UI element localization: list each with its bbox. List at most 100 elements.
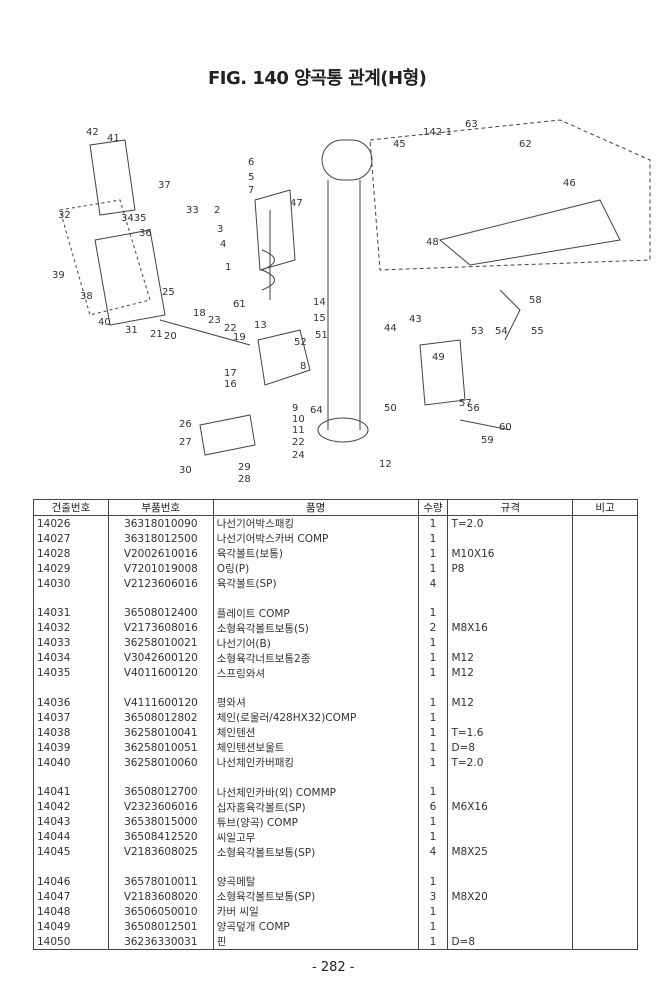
part-name-cell: 평와셔 <box>212 695 419 711</box>
remarks-cell <box>572 710 638 726</box>
spec-cell <box>447 710 574 726</box>
quantity-cell: 1 <box>417 740 449 756</box>
quantity-cell: 1 <box>417 904 449 920</box>
callout-label: 41 <box>107 133 120 144</box>
part-name-cell: 체인텐션 <box>212 725 419 741</box>
remarks-cell <box>572 561 638 576</box>
table-row <box>33 859 638 875</box>
remarks-cell <box>572 799 638 815</box>
part-number-cell: V2123606016 <box>107 576 214 591</box>
remarks-cell <box>572 605 638 621</box>
spec-cell <box>447 829 574 845</box>
index-cell: 14043 <box>33 814 109 830</box>
remarks-cell <box>572 814 638 830</box>
part-number-cell: 36318012500 <box>107 531 214 546</box>
remarks-cell <box>572 591 638 606</box>
callout-label: 13 <box>254 320 267 331</box>
index-cell: 14048 <box>33 904 109 920</box>
quantity-cell: 1 <box>417 531 449 546</box>
index-cell: 14033 <box>33 635 109 651</box>
callout-label: 59 <box>481 435 494 446</box>
quantity-cell: 1 <box>417 784 449 800</box>
spec-cell: T=1.6 <box>447 725 574 741</box>
quantity-cell: 1 <box>417 814 449 830</box>
spec-cell <box>447 531 574 546</box>
callout-label: 63 <box>465 119 478 130</box>
index-cell: 14029 <box>33 561 109 576</box>
callout-label: 22 <box>292 437 305 448</box>
spec-cell: M8X16 <box>447 620 574 636</box>
spec-cell: M12 <box>447 665 574 681</box>
part-name-cell: 나선기어박스카버 COMP <box>212 531 419 546</box>
callout-label: 14 <box>313 297 326 308</box>
callout-label: 17 <box>224 368 237 379</box>
part-number-cell: 36258010041 <box>107 725 214 741</box>
callout-label: 38 <box>80 291 93 302</box>
callout-label: 3435 <box>121 213 147 224</box>
callout-label: 58 <box>529 295 542 306</box>
part-number-cell: V2173608016 <box>107 620 214 636</box>
remarks-cell <box>572 740 638 756</box>
spec-cell: M8X25 <box>447 844 574 860</box>
callout-label: 62 <box>519 139 532 150</box>
index-cell <box>33 859 109 875</box>
spec-cell <box>447 904 574 920</box>
quantity-cell: 1 <box>417 725 449 741</box>
part-name-cell: 체인(로울러/428HX32)COMP <box>212 710 419 726</box>
part-name-cell: 나선기어박스패킹 <box>212 515 419 531</box>
remarks-cell <box>572 531 638 546</box>
index-cell: 14050 <box>33 934 109 951</box>
spec-cell <box>447 635 574 651</box>
part-number-cell <box>107 770 214 785</box>
index-cell: 14045 <box>33 844 109 860</box>
part-number-cell: V2323606016 <box>107 799 214 815</box>
callout-label: 10 <box>292 414 305 425</box>
index-cell: 14046 <box>33 874 109 890</box>
quantity-cell: 2 <box>417 620 449 636</box>
remarks-cell <box>572 576 638 591</box>
spec-cell: M8X20 <box>447 889 574 905</box>
table-row <box>33 680 638 696</box>
remarks-cell <box>572 859 638 875</box>
part-name-cell: 스프링와셔 <box>212 665 419 681</box>
callout-label: 142-1 <box>423 127 453 138</box>
remarks-cell <box>572 635 638 651</box>
callout-label: 28 <box>238 474 251 485</box>
quantity-cell: 1 <box>417 561 449 576</box>
callout-label: 37 <box>158 180 171 191</box>
callout-label: 48 <box>426 237 439 248</box>
part-name-cell: 양곡덮개 COMP <box>212 919 419 935</box>
callout-label: 8 <box>300 361 307 372</box>
part-name-cell: 씨일고무 <box>212 829 419 845</box>
quantity-cell: 1 <box>417 695 449 711</box>
part-number-cell <box>107 680 214 696</box>
callout-label: 44 <box>384 323 397 334</box>
callout-label: 51 <box>315 330 328 341</box>
spec-cell <box>447 874 574 890</box>
part-name-cell: O링(P) <box>212 561 419 576</box>
part-name-cell <box>212 859 419 875</box>
callout-label: 21 <box>150 329 163 340</box>
spec-cell <box>447 859 574 875</box>
spec-cell: D=8 <box>447 740 574 756</box>
spec-cell: T=2.0 <box>447 515 574 531</box>
callout-label: 16 <box>224 379 237 390</box>
spec-cell: M6X16 <box>447 799 574 815</box>
col-header-name: 품명 <box>212 499 419 516</box>
quantity-cell: 1 <box>417 665 449 681</box>
callout-label: 26 <box>179 419 192 430</box>
remarks-cell <box>572 904 638 920</box>
part-number-cell: V7201019008 <box>107 561 214 576</box>
part-name-cell: 육각볼트(SP) <box>212 576 419 591</box>
index-cell: 14038 <box>33 725 109 741</box>
callout-label: 3 <box>217 224 224 235</box>
part-name-cell <box>212 680 419 696</box>
callout-label: 18 <box>193 308 206 319</box>
